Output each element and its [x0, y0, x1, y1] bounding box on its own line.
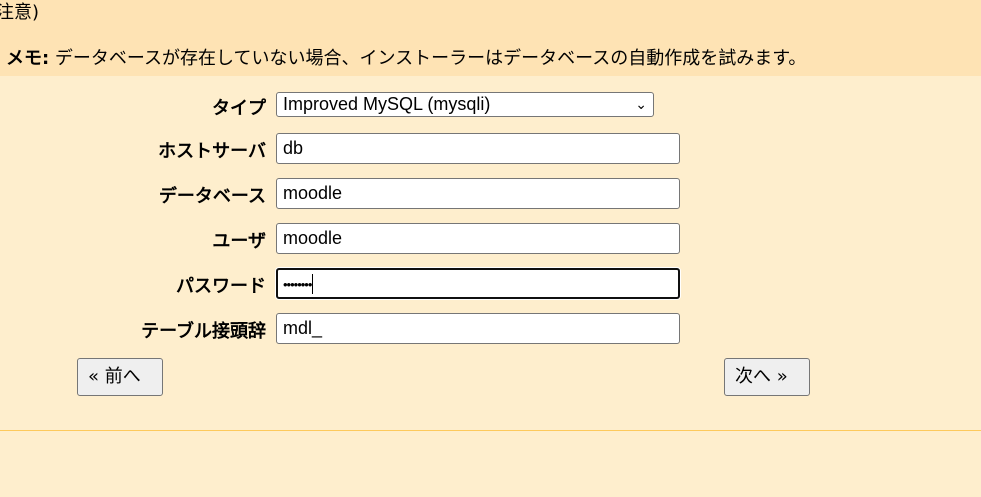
database-row: データベース	[0, 179, 266, 211]
next-button[interactable]: 次へ »	[724, 358, 810, 396]
notice-fragment: 注意)	[0, 2, 40, 23]
password-mask: ••••••••	[283, 277, 312, 292]
password-input[interactable]: ••••••••	[276, 268, 680, 299]
type-label: タイプ	[212, 98, 266, 119]
text-caret	[312, 274, 314, 295]
memo-text: データベースが存在していない場合、インストーラーはデータベースの自動作成を試みま…	[49, 48, 807, 69]
host-row: ホストサーバ	[0, 134, 266, 166]
memo-note: メモ: データベースが存在していない場合、インストーラーはデータベースの自動作成…	[6, 44, 806, 70]
password-row: パスワード	[0, 269, 266, 301]
host-label: ホストサーバ	[158, 141, 266, 162]
user-input[interactable]: moodle	[276, 223, 680, 254]
memo-label: メモ:	[6, 48, 50, 69]
database-label: データベース	[158, 186, 266, 207]
notice-band: 注意) メモ: データベースが存在していない場合、インストーラーはデータベースの…	[0, 0, 981, 76]
host-input[interactable]: db	[276, 133, 680, 164]
user-row: ユーザ	[0, 224, 266, 256]
password-label: パスワード	[176, 276, 266, 297]
type-select-value: Improved MySQL (mysqli)	[283, 94, 491, 114]
prefix-input[interactable]: mdl_	[276, 313, 680, 344]
chevron-down-icon: ⌄	[635, 96, 647, 112]
prev-button[interactable]: « 前へ	[77, 358, 163, 396]
divider	[0, 430, 981, 431]
prefix-row: テーブル接頭辞	[0, 314, 266, 346]
database-input[interactable]: moodle	[276, 178, 680, 209]
type-row: タイプ	[0, 91, 266, 123]
prefix-label: テーブル接頭辞	[141, 321, 266, 342]
user-label: ユーザ	[212, 231, 266, 252]
type-select[interactable]: Improved MySQL (mysqli) ⌄	[276, 92, 654, 117]
